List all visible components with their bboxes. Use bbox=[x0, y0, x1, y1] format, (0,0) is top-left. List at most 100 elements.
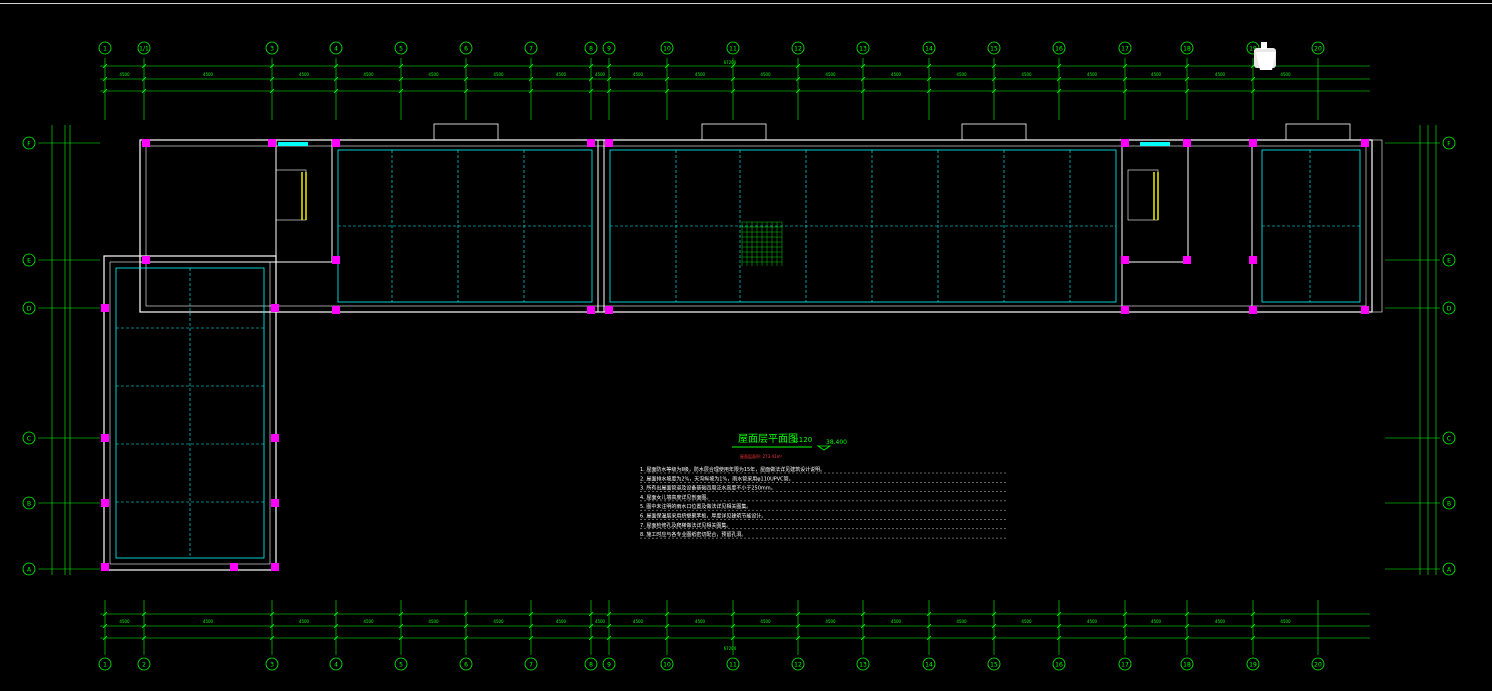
dimension-label: 4500 bbox=[695, 72, 706, 77]
dim-tick bbox=[528, 611, 534, 617]
dimension-label: 4500 bbox=[1280, 619, 1291, 624]
dim-tick bbox=[795, 63, 801, 69]
dimension-label: 4500 bbox=[299, 619, 310, 624]
dimension-label: 4500 bbox=[428, 619, 439, 624]
axis-bubble-bottom bbox=[524, 657, 538, 671]
dim-tick bbox=[606, 63, 612, 69]
note-line: 7. 屋面检修孔及爬梯做法详见相关图集。 bbox=[640, 522, 731, 529]
axis-bubble-bottom bbox=[1118, 657, 1132, 671]
axis-bubble-top bbox=[265, 41, 279, 55]
dim-tick bbox=[926, 611, 932, 617]
dim-tick bbox=[664, 611, 670, 617]
axis-bubble-bottom bbox=[329, 657, 343, 671]
dimension-label: 4500 bbox=[363, 72, 374, 77]
axis-bubble-top bbox=[584, 41, 598, 55]
dimension-label: 4500 bbox=[760, 72, 771, 77]
dim-tick bbox=[730, 611, 736, 617]
dim-tick bbox=[1056, 63, 1062, 69]
dim-tick bbox=[1122, 76, 1128, 82]
dim-tick bbox=[1056, 623, 1062, 629]
axis-bubble-bottom-label: 17 bbox=[1121, 662, 1129, 669]
axis-bubble-bottom bbox=[1311, 657, 1325, 671]
axis-bubble-top bbox=[922, 41, 936, 55]
dim-tick bbox=[991, 76, 997, 82]
dim-tick bbox=[269, 63, 275, 69]
dim-tick bbox=[664, 63, 670, 69]
column bbox=[271, 563, 279, 571]
dimension-label: 4500 bbox=[956, 619, 967, 624]
dim-tick bbox=[333, 635, 339, 641]
axis-bubble-top-label: 17 bbox=[1121, 46, 1129, 53]
dim-tick bbox=[269, 623, 275, 629]
drawing-elevation: 38.400 bbox=[826, 439, 847, 446]
dim-tick bbox=[991, 635, 997, 641]
axis-bubble-right-label: C bbox=[1447, 436, 1451, 443]
dim-tick bbox=[991, 63, 997, 69]
column bbox=[1183, 256, 1191, 264]
column bbox=[230, 563, 238, 571]
dim-tick bbox=[141, 63, 147, 69]
axis-bubble-top bbox=[459, 41, 473, 55]
dimension-label: 4500 bbox=[1215, 72, 1226, 77]
dim-tick bbox=[141, 611, 147, 617]
axis-bubble-right bbox=[1442, 301, 1456, 315]
axis-bubble-right-label: F bbox=[1447, 141, 1451, 148]
dim-tick bbox=[1184, 635, 1190, 641]
axis-bubble-right bbox=[1442, 431, 1456, 445]
axis-bubble-top-label: 16 bbox=[1055, 46, 1063, 53]
dim-tick bbox=[926, 88, 932, 94]
axis-bubble-left-label: D bbox=[27, 306, 32, 313]
dim-tick bbox=[795, 76, 801, 82]
dimension-label: 4500 bbox=[595, 619, 606, 624]
column bbox=[332, 256, 340, 264]
column bbox=[605, 139, 613, 147]
dimension-lines: 6720067200450045004500450045004500450045… bbox=[51, 60, 1437, 651]
dimension-label: 4500 bbox=[1215, 619, 1226, 624]
column bbox=[101, 563, 109, 571]
dim-tick bbox=[588, 76, 594, 82]
axis-bubble-top bbox=[394, 41, 408, 55]
dim-tick bbox=[1184, 76, 1190, 82]
axis-bubble-right-label: B bbox=[1447, 501, 1451, 508]
axis-bubble-bottom-label: 8 bbox=[589, 662, 593, 669]
axis-bubble-bottom-label: 11 bbox=[729, 662, 737, 669]
axis-bubble-bottom bbox=[394, 657, 408, 671]
dim-tick bbox=[269, 88, 275, 94]
dimension-label: 4500 bbox=[956, 72, 967, 77]
dimension-label: 4500 bbox=[119, 619, 130, 624]
note-line: 6. 屋面保温层采用挤塑聚苯板，厚度详见建筑节能设计。 bbox=[640, 513, 766, 520]
dim-tick bbox=[528, 76, 534, 82]
drawing-scale: 1:120 bbox=[792, 436, 812, 444]
note-line: 3. 所有出屋面管道及设备基础四周泛水高度不小于250mm。 bbox=[640, 485, 776, 492]
axis-bubble-top-label: 14 bbox=[925, 46, 933, 53]
column bbox=[1361, 139, 1369, 147]
dim-tick bbox=[141, 635, 147, 641]
dim-tick bbox=[606, 635, 612, 641]
dim-tick bbox=[860, 88, 866, 94]
dim-tick bbox=[528, 63, 534, 69]
dim-tick bbox=[1250, 76, 1256, 82]
axis-bubble-top bbox=[602, 41, 616, 55]
dim-tick bbox=[102, 76, 108, 82]
dimension-label: 4500 bbox=[203, 72, 214, 77]
dim-tick bbox=[398, 611, 404, 617]
dimension-label: 4500 bbox=[1151, 619, 1162, 624]
axis-bubble-bottom-label: 18 bbox=[1183, 662, 1191, 669]
dim-tick bbox=[333, 623, 339, 629]
axis-bubble-bottom bbox=[660, 657, 674, 671]
axis-bubble-bottom-label: 13 bbox=[859, 662, 867, 669]
dim-tick bbox=[1056, 635, 1062, 641]
dim-tick bbox=[1122, 623, 1128, 629]
dimension-label: 4500 bbox=[1087, 619, 1098, 624]
dim-tick bbox=[102, 623, 108, 629]
axis-bubble-right-label: D bbox=[1447, 306, 1452, 313]
axis-bubble-top bbox=[791, 41, 805, 55]
dim-tick bbox=[795, 611, 801, 617]
dim-tick bbox=[860, 63, 866, 69]
dimension-label: 4500 bbox=[825, 72, 836, 77]
viewport-border bbox=[0, 3, 1492, 4]
dimension-label: 4500 bbox=[493, 72, 504, 77]
dimension-label: 4500 bbox=[891, 619, 902, 624]
dim-tick bbox=[333, 88, 339, 94]
